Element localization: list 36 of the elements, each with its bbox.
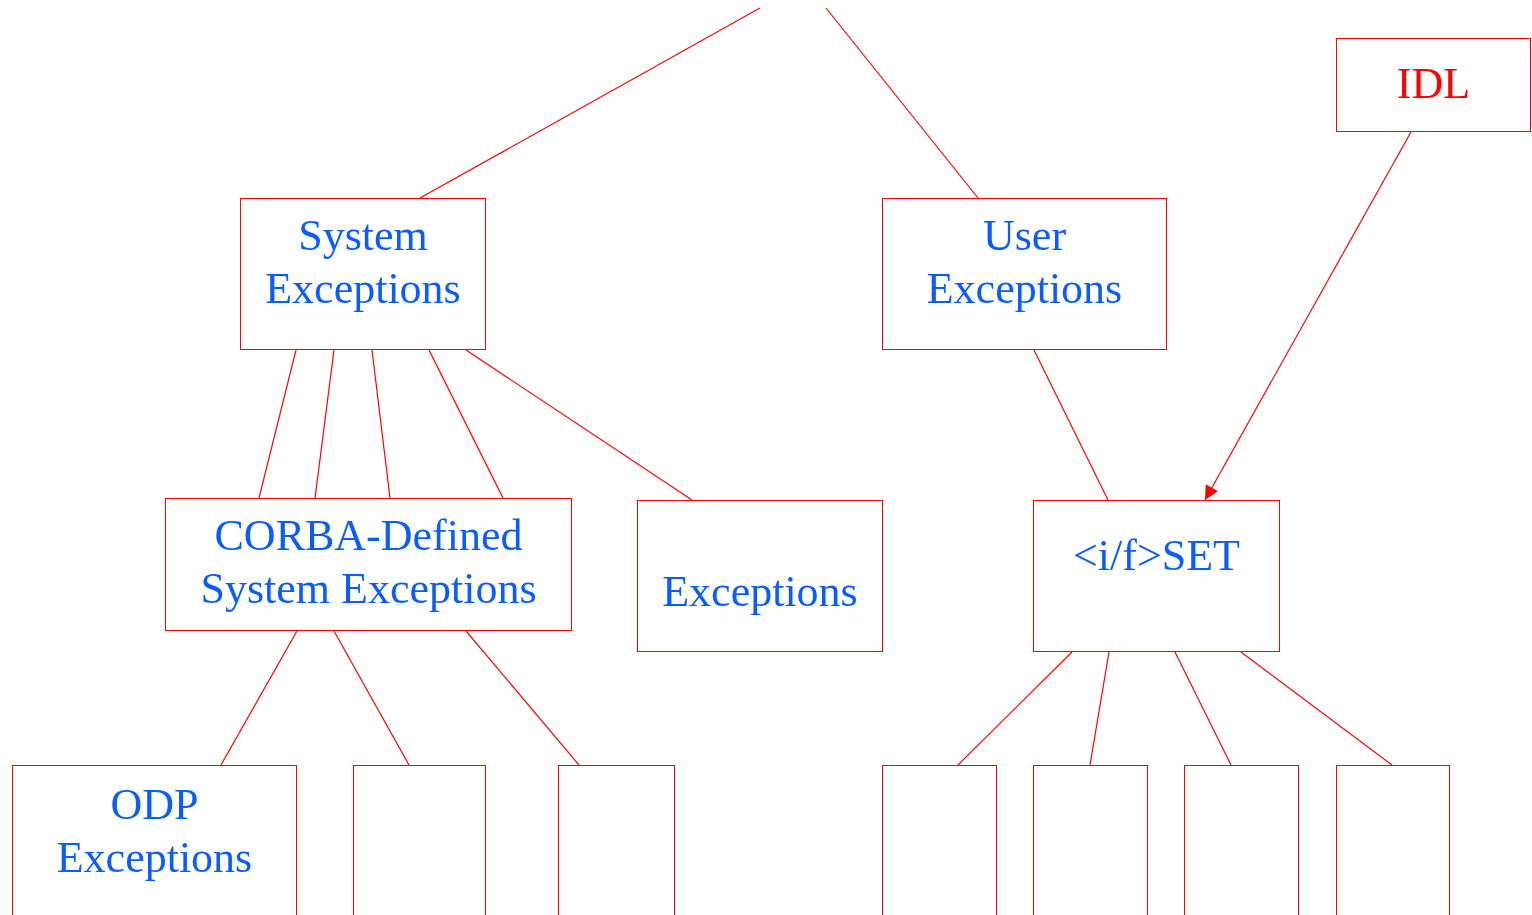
box-label: <i/f>SET	[1072, 530, 1241, 582]
exception-box	[882, 198, 1167, 350]
box-label: User Exceptions	[925, 210, 1124, 315]
exception-box	[12, 765, 297, 915]
exception-box	[165, 498, 572, 631]
box-label: CORBA-Defined System Exceptions	[199, 510, 538, 615]
box-label: ODP Exceptions	[55, 779, 254, 884]
connector-line	[465, 349, 693, 501]
empty-box	[1336, 765, 1450, 915]
exception-box	[1336, 38, 1531, 132]
connector-line	[371, 349, 391, 499]
empty-box	[353, 765, 486, 915]
box-label: Exceptions	[661, 566, 859, 618]
box-label: IDL	[1395, 58, 1472, 110]
connector-line	[1174, 651, 1232, 766]
connector-line	[258, 349, 297, 499]
empty-box	[1033, 765, 1148, 915]
connector-line	[419, 7, 761, 199]
connector-line	[314, 349, 335, 499]
connector-line	[825, 7, 979, 199]
connector-line	[1089, 651, 1110, 766]
connector-line	[1240, 651, 1393, 766]
empty-box	[558, 765, 675, 915]
exception-box	[1033, 500, 1280, 652]
connector-line	[465, 630, 580, 766]
connector-line	[220, 630, 298, 766]
arrow	[1204, 131, 1412, 501]
empty-box	[882, 765, 997, 915]
empty-box	[1184, 765, 1299, 915]
connector-line	[957, 651, 1073, 766]
connector-line	[428, 349, 504, 499]
exception-box	[240, 198, 486, 350]
exception-box	[637, 500, 883, 652]
connector-line	[333, 630, 410, 766]
box-label: System Exceptions	[264, 210, 462, 315]
connector-line	[1033, 349, 1109, 501]
